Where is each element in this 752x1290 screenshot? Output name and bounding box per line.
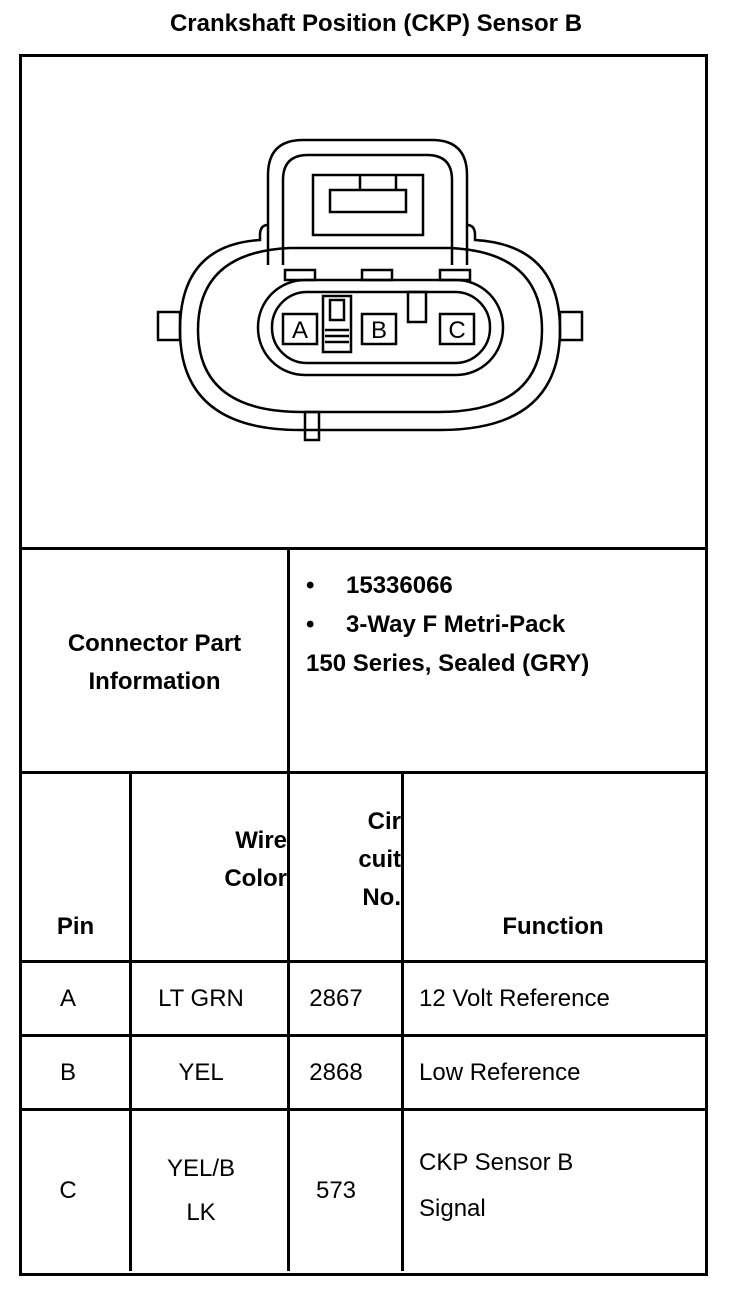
header-wire-color-line2: Color [224, 865, 287, 892]
bullet: • [306, 572, 315, 599]
cell-wire-color: LT GRN [158, 984, 244, 1012]
header-pin-text: Pin [56, 913, 95, 940]
part-description: 3-Way F Metri-Pack [346, 611, 566, 638]
cell-circuit: 2868 [309, 1058, 363, 1086]
list-item: • 3-Way F Metri-Pack [306, 605, 589, 644]
cell-wire-color-line1: YEL/B [166, 1154, 236, 1182]
cell-wire-color: YEL/B LK [132, 1111, 270, 1270]
cell-function-line1: CKP Sensor B [419, 1149, 574, 1176]
header-circuit-line3: No. [362, 884, 401, 911]
list-item: • 15336066 [306, 566, 589, 605]
cell-function: Low Reference [419, 1058, 581, 1086]
page-title: Crankshaft Position (CKP) Sensor B [169, 10, 583, 37]
divider [19, 960, 705, 963]
pin-label-b: B [371, 317, 387, 344]
header-circuit-line1: Cir [367, 808, 401, 835]
divider [19, 771, 705, 774]
part-info-label-line1: Connector Part [67, 630, 242, 657]
divider [129, 771, 132, 1271]
header-function-text: Function [502, 913, 604, 940]
cell-circuit: 573 [315, 1176, 357, 1204]
cell-function: CKP Sensor B Signal [419, 1140, 699, 1240]
cell-pin: A [59, 984, 76, 1012]
header-pin: Pin [22, 774, 129, 946]
cell-function-line2: Signal [419, 1195, 486, 1222]
divider [19, 1108, 705, 1111]
cell-wire-color: YEL [178, 1058, 224, 1086]
part-description-continuation: 150 Series, Sealed (GRY) [306, 650, 590, 677]
cell-pin: B [59, 1058, 76, 1086]
part-info-label-line2: Information [88, 668, 221, 695]
header-wire-color-line1: Wire [235, 827, 287, 854]
part-info-label: Connector Part Information [22, 623, 287, 703]
divider [287, 771, 290, 1271]
pinout-table [19, 54, 708, 1276]
cell-circuit: 2867 [309, 984, 363, 1012]
header-function: Function [404, 774, 702, 946]
pin-label-c: C [448, 317, 465, 344]
header-circuit-line2: cuit [358, 846, 401, 873]
part-number: 15336066 [346, 572, 453, 599]
part-info-list: • 15336066 • 3-Way F Metri-Pack 150 Series… [306, 566, 589, 683]
cell-function: 12 Volt Reference [419, 984, 610, 1012]
header-circuit-no: Cir cuit No. [290, 774, 401, 946]
bullet: • [306, 611, 315, 638]
divider [287, 547, 290, 773]
header-wire-color: Wire Color [132, 774, 287, 946]
divider [401, 771, 404, 1271]
connector-face-diagram: A B C [156, 138, 584, 442]
divider [19, 547, 705, 550]
divider [19, 1034, 705, 1037]
cell-wire-color-line2: LK [186, 1198, 216, 1226]
pin-label-a: A [292, 317, 308, 344]
cell-pin: C [59, 1176, 77, 1204]
